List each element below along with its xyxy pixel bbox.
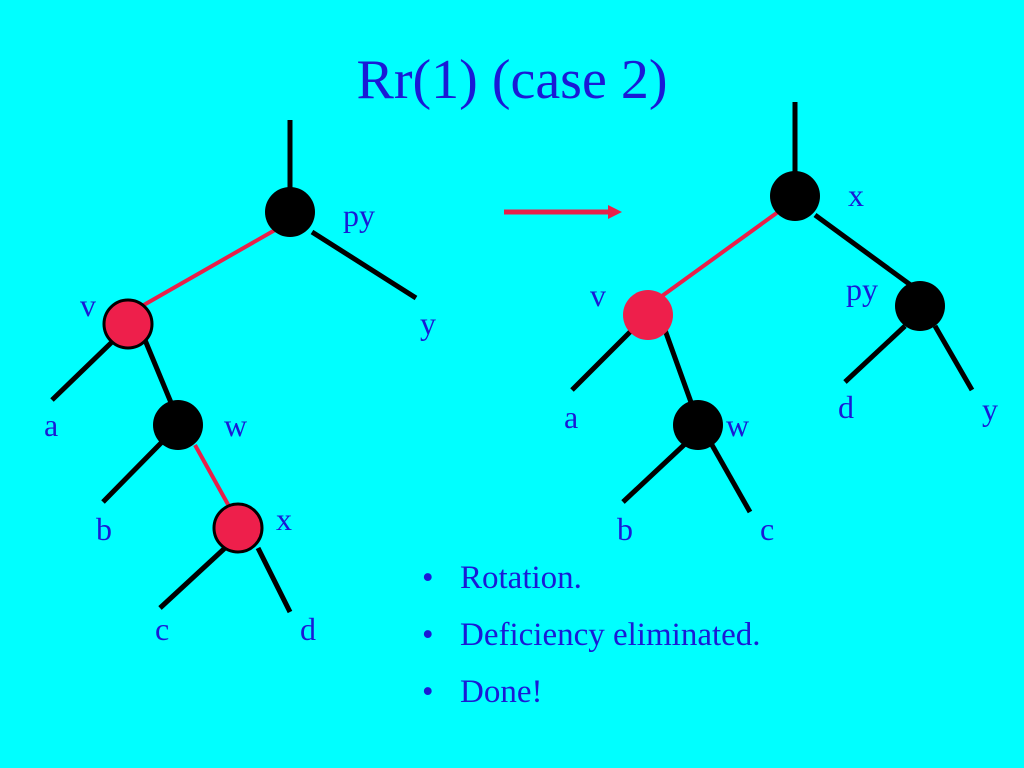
node-x	[212, 502, 264, 554]
label-x: x	[848, 177, 864, 213]
label-d: d	[300, 611, 316, 647]
node-w	[153, 400, 203, 450]
edge-w-c	[709, 443, 753, 514]
bullet-text: Done!	[460, 674, 543, 710]
node-v	[623, 290, 673, 340]
label-a: a	[564, 399, 578, 435]
node-v	[102, 298, 154, 350]
edge-w-b	[621, 442, 687, 504]
bullet-item: • Deficiency eliminated.	[420, 617, 761, 674]
label-d: d	[838, 389, 854, 425]
bullet-item: • Done!	[420, 674, 761, 731]
label-c: c	[155, 611, 169, 647]
label-y: y	[982, 391, 998, 427]
node-x	[770, 171, 820, 221]
edge-v-w	[662, 329, 695, 406]
bullet-glyph: •	[422, 560, 434, 596]
label-v: v	[80, 287, 96, 323]
bullet-text: Deficiency eliminated.	[460, 617, 761, 653]
transform-arrow	[504, 205, 622, 219]
edge-w-b	[101, 440, 164, 504]
label-py: py	[846, 271, 878, 307]
edge-py-d	[843, 324, 907, 384]
edge-w-x	[193, 444, 232, 509]
edge-x-v	[660, 210, 780, 298]
edge-x-c	[158, 546, 227, 610]
label-v: v	[590, 277, 606, 313]
arrow-head	[608, 205, 622, 219]
label-c: c	[760, 511, 774, 547]
tree-after: x v py a w d y b c	[564, 102, 998, 547]
label-w: w	[224, 407, 247, 443]
bullet-text: Rotation.	[460, 560, 582, 596]
slide-title: Rr(1) (case 2)	[356, 49, 668, 111]
edge-py-y	[932, 324, 975, 392]
label-py: py	[343, 197, 375, 233]
node-py	[895, 281, 945, 331]
tree-before: py v y a w b x c d	[44, 120, 436, 647]
bullet-glyph: •	[422, 674, 434, 710]
node-w	[673, 400, 723, 450]
node-py	[265, 187, 315, 237]
edge-v-a	[50, 340, 114, 402]
edge-v-a	[570, 328, 634, 392]
label-x: x	[276, 501, 292, 537]
bullet-list: • Rotation. • Deficiency eliminated. • Done…	[420, 560, 761, 731]
edge-py-y	[310, 229, 418, 301]
edge-x-py	[813, 212, 914, 289]
label-y: y	[420, 305, 436, 341]
label-b: b	[96, 511, 112, 547]
edge-v-w	[142, 339, 175, 406]
bullet-glyph: •	[422, 617, 434, 653]
label-a: a	[44, 407, 58, 443]
edge-x-d	[255, 546, 293, 614]
edge-py-v	[141, 228, 276, 308]
bullet-item: • Rotation.	[420, 560, 761, 617]
label-w: w	[726, 407, 749, 443]
label-b: b	[617, 511, 633, 547]
